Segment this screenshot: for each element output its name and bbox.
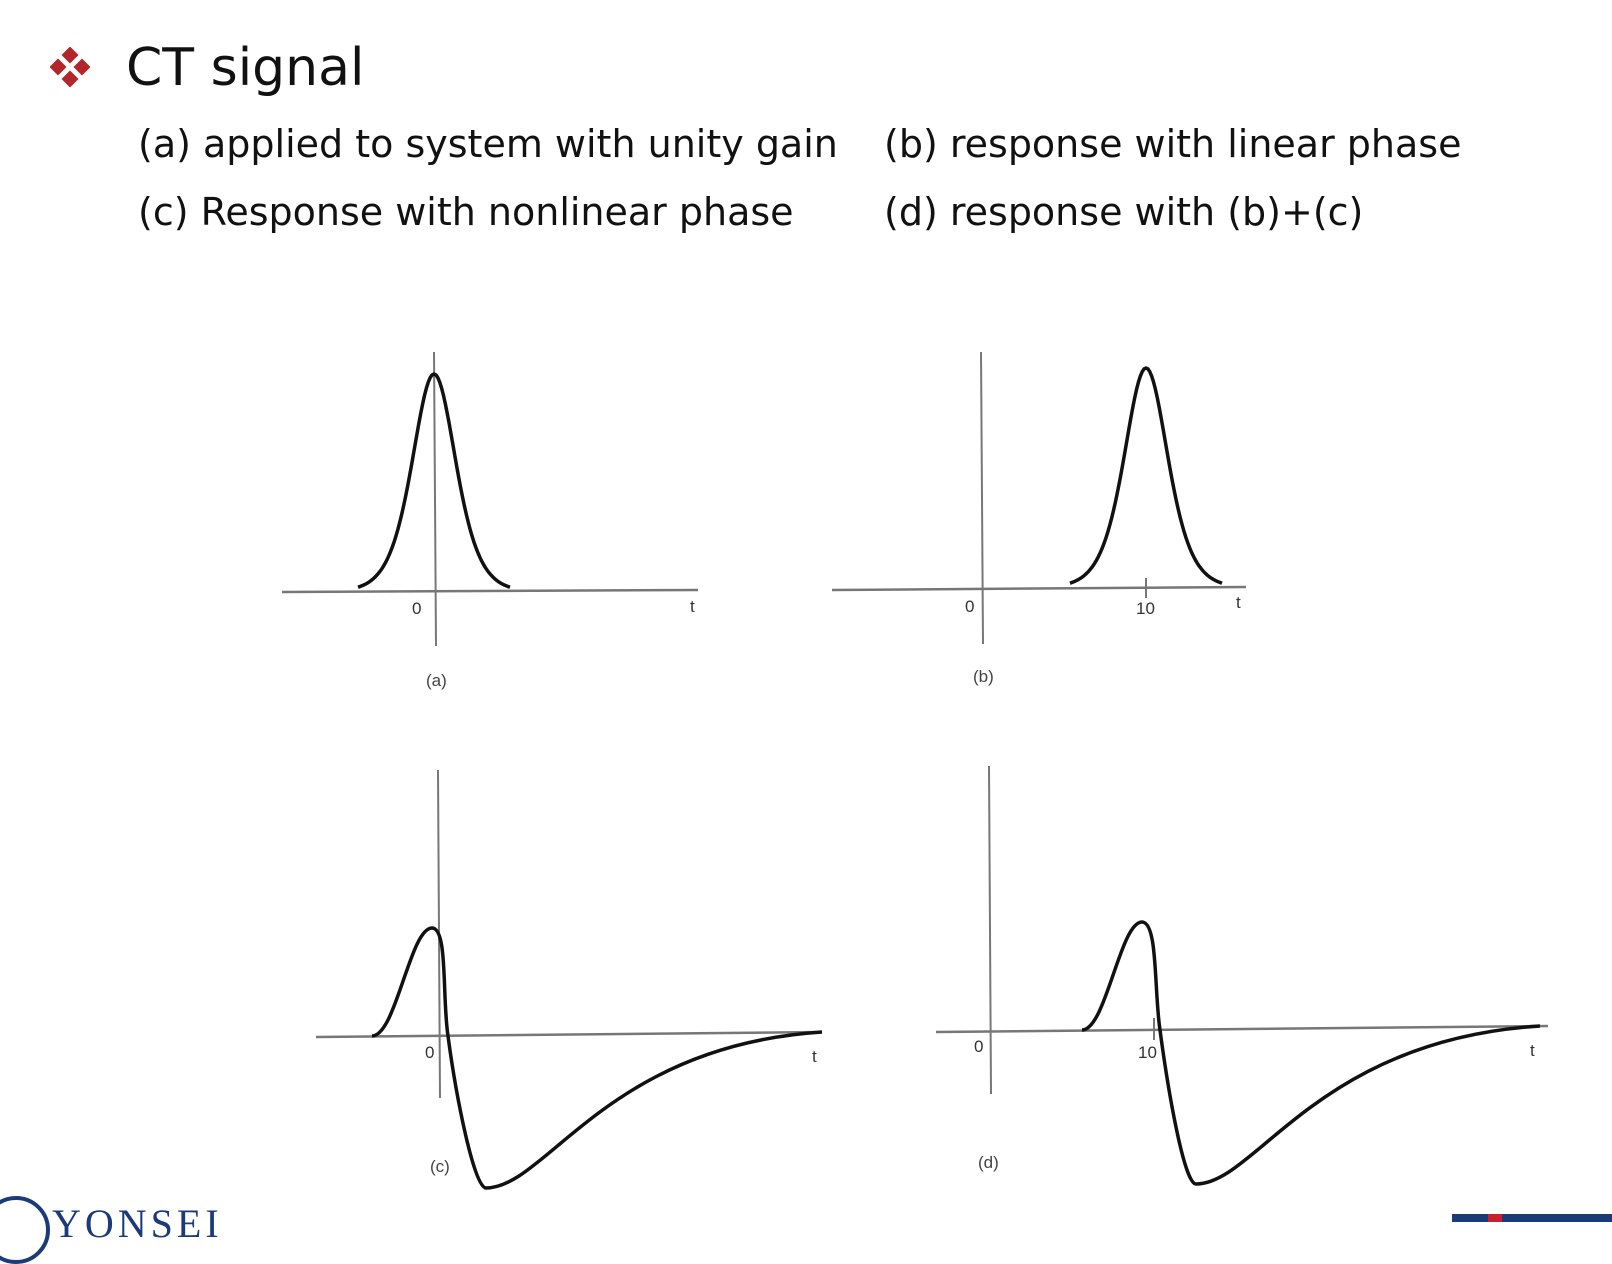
panel-d-origin-label: 0 [974,1037,983,1056]
footer-accent [1488,1214,1502,1222]
panel-d-vertical-axis [988,765,992,1095]
panel-b-vertical-axis [980,351,984,645]
diamond-bullet-icon [50,47,90,87]
panel-c-curve [371,926,823,1190]
caption-d: (d) response with (b)+(c) [884,190,1364,234]
panel-d-time-label: t [1530,1041,1535,1060]
caption-b: (b) response with linear phase [884,122,1462,166]
panel-b-label: (b) [973,667,994,686]
panel-b: 0 10 t (b) [831,351,1247,686]
panel-a-time-axis [281,588,699,594]
caption-a: (a) applied to system with unity gain [138,122,838,166]
panel-a-origin-label: 0 [412,599,421,618]
panel-d-label: (d) [978,1153,999,1172]
panel-c: 0 t (c) [315,769,823,1190]
panel-d-curve [1081,920,1541,1186]
panel-c-label: (c) [430,1157,450,1176]
panel-d: 0 10 t (d) [935,765,1549,1186]
panel-c-origin-label: 0 [425,1043,434,1062]
panel-d-time-axis [935,1024,1549,1034]
panel-b-time-label: t [1236,593,1241,612]
panel-d-delay-label: 10 [1138,1043,1157,1062]
panel-a-time-label: t [690,597,695,616]
panel-b-time-axis [831,585,1247,592]
panel-b-origin-label: 0 [965,597,974,616]
footer-bar [1452,1214,1612,1222]
logo-wordmark: YONSEI [52,1201,223,1246]
panel-b-curve [1069,366,1223,585]
panel-a: 0 t (a) [281,351,699,690]
panel-b-delay-label: 10 [1136,599,1155,618]
panel-c-time-label: t [812,1047,817,1066]
caption-c: (c) Response with nonlinear phase [138,190,794,234]
panel-a-vertical-axis [433,351,437,647]
panel-c-time-axis [315,1030,823,1039]
panel-a-label: (a) [426,671,447,690]
slide-title: CT signal [126,38,365,98]
panel-a-curve [357,372,511,589]
signal-plots: 0 t (a) 0 10 t (b) 0 t (c) 0 10 t (d) [281,351,1549,1190]
